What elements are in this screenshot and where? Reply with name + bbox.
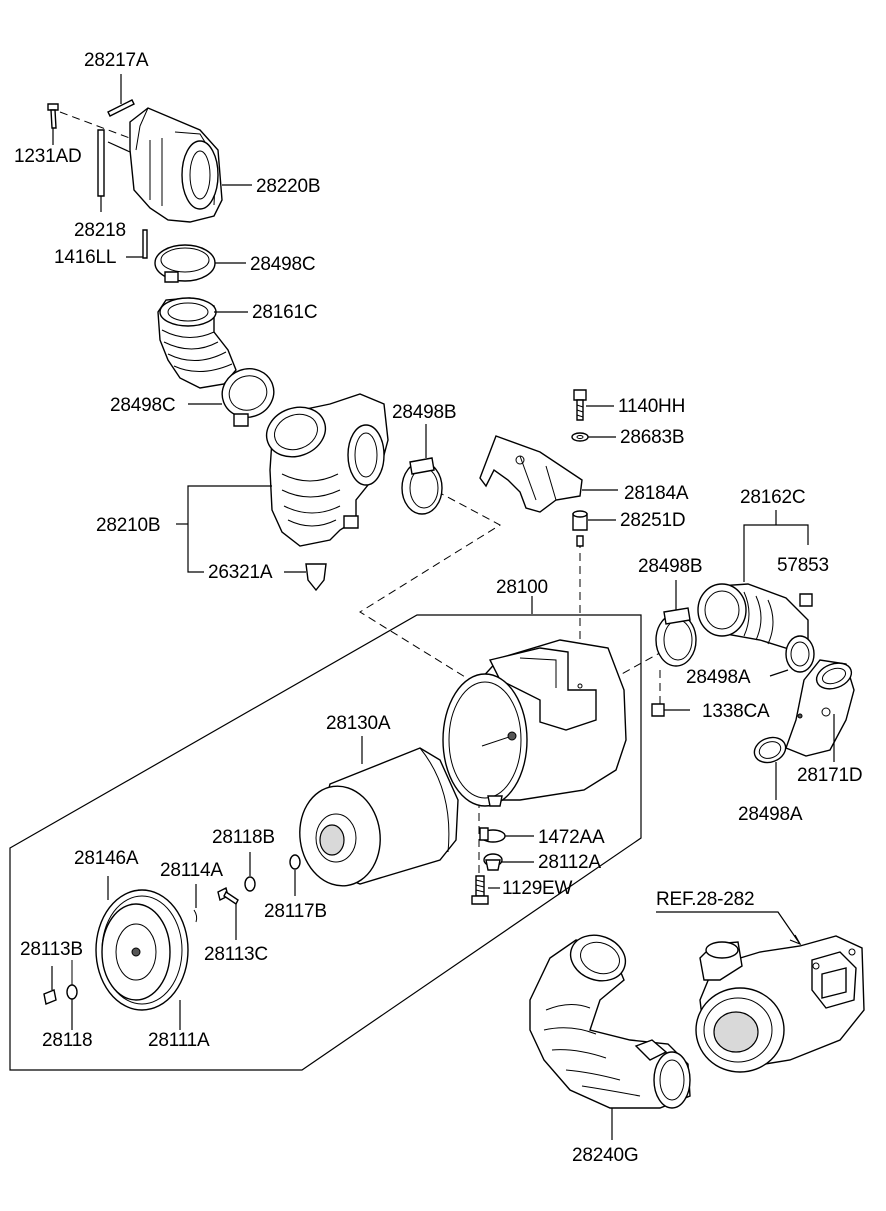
air-cleaner-28100 — [442, 596, 627, 807]
label-1416LL: 1416LL — [54, 247, 117, 268]
nut-1338CA — [651, 703, 690, 717]
label-28146A: 28146A — [74, 848, 139, 869]
label-1140HH: 1140HH — [618, 396, 686, 417]
label-28100: 28100 — [496, 577, 548, 598]
clamp-28498A-lower — [753, 736, 787, 800]
bolt-1231AD — [47, 103, 59, 145]
hose-28162C — [697, 510, 813, 651]
label-28162C: 28162C — [740, 487, 806, 508]
hose-28161C — [157, 297, 248, 389]
label-28171D: 28171D — [797, 765, 863, 786]
filter-element-28130A — [299, 736, 459, 887]
label-28683B: 28683B — [620, 427, 685, 448]
valve-28112A — [483, 853, 534, 871]
washer-28118 — [66, 960, 78, 1030]
assembly-outline-box — [9, 614, 642, 1071]
label-28111A: 28111A — [148, 1030, 210, 1051]
pin-1416LL — [126, 229, 148, 259]
label-28113C: 28113C — [204, 944, 268, 965]
bolt-1129EW — [471, 875, 500, 905]
label-28210B: 28210B — [96, 515, 161, 536]
label-28184A: 28184A — [624, 483, 689, 504]
washer-28117B — [289, 854, 301, 896]
label-28240G: 28240G — [572, 1145, 639, 1166]
label-28217A: 28217A — [84, 50, 149, 71]
label-1338CA: 1338CA — [702, 701, 770, 722]
label-28161C: 28161C — [252, 302, 318, 323]
clamp-28498B-right — [655, 580, 697, 667]
bolt-1140HH — [573, 389, 614, 421]
intake-cover-28220B — [107, 107, 252, 223]
label-28117B: 28117B — [264, 901, 327, 922]
label-28130A: 28130A — [326, 713, 391, 734]
turbocharger-ref — [656, 911, 865, 1073]
label-28113B: 28113B — [20, 939, 83, 960]
label-28498A-low: 28498A — [738, 804, 803, 825]
label-28118B: 28118B — [212, 827, 275, 848]
label-28498C-mid: 28498C — [110, 395, 176, 416]
label-28118-low: 28118 — [42, 1030, 93, 1051]
clamp-1472AA — [479, 827, 534, 843]
housing-28210B — [176, 393, 389, 573]
bracket-28184A — [479, 435, 618, 513]
clamp-28498B-left — [401, 424, 443, 515]
label-28498B-right: 28498B — [638, 556, 703, 577]
label-28498A-mid: 28498A — [686, 667, 751, 688]
label-1231AD: 1231AD — [14, 146, 82, 167]
hose-28171D — [785, 659, 855, 762]
label-28114A: 28114A — [160, 860, 223, 881]
label-28251D: 28251D — [620, 510, 686, 531]
label-57853: 57853 — [777, 555, 829, 576]
hose-28240G — [529, 934, 691, 1140]
clamp-28498C-upper — [154, 244, 246, 283]
mount-28251D — [572, 510, 616, 547]
label-1472AA: 1472AA — [538, 827, 605, 848]
label-1129EW: 1129EW — [502, 878, 573, 899]
washer-28683B — [571, 432, 616, 442]
label-26321A: 26321A — [208, 562, 273, 583]
label-ref-28-282: REF.28-282 — [656, 889, 755, 910]
label-28498C-top: 28498C — [250, 254, 316, 275]
clip-28114A — [193, 884, 198, 923]
label-28112A: 28112A — [538, 852, 601, 873]
screw-28113C — [217, 886, 239, 940]
washer-28118B — [244, 852, 256, 892]
clamp-28498C-middle — [188, 368, 275, 427]
bolt-28113B — [43, 966, 57, 1005]
valve-26321A — [284, 563, 327, 592]
clamp-28498A-middle — [769, 635, 815, 677]
label-28498B-mid: 28498B — [392, 402, 457, 423]
label-28218-top: 28218 — [74, 220, 126, 241]
pin-28217A — [107, 74, 135, 117]
strap-28218 — [97, 129, 105, 212]
end-cover-28146A — [95, 876, 189, 1030]
label-28220B: 28220B — [256, 176, 321, 197]
